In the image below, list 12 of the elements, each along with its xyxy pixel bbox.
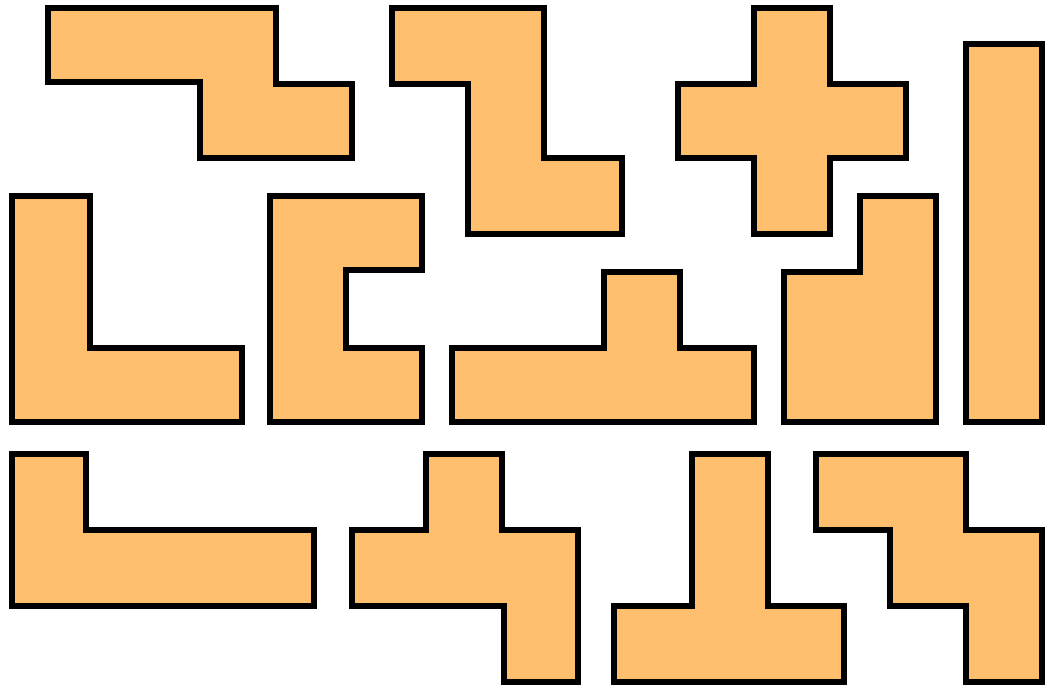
puzzle-piece (389, 5, 625, 237)
puzzle-piece (449, 269, 757, 425)
puzzle-piece (675, 5, 909, 237)
puzzle-piece (9, 193, 245, 425)
puzzle-piece (9, 451, 317, 609)
puzzle-piece (267, 193, 425, 425)
puzzle-piece (963, 41, 1045, 425)
puzzle-piece (45, 5, 355, 161)
puzzle-piece (349, 451, 581, 685)
puzzle-piece (611, 451, 847, 685)
puzzle-piece (813, 451, 1045, 685)
puzzle-piece (781, 193, 939, 425)
